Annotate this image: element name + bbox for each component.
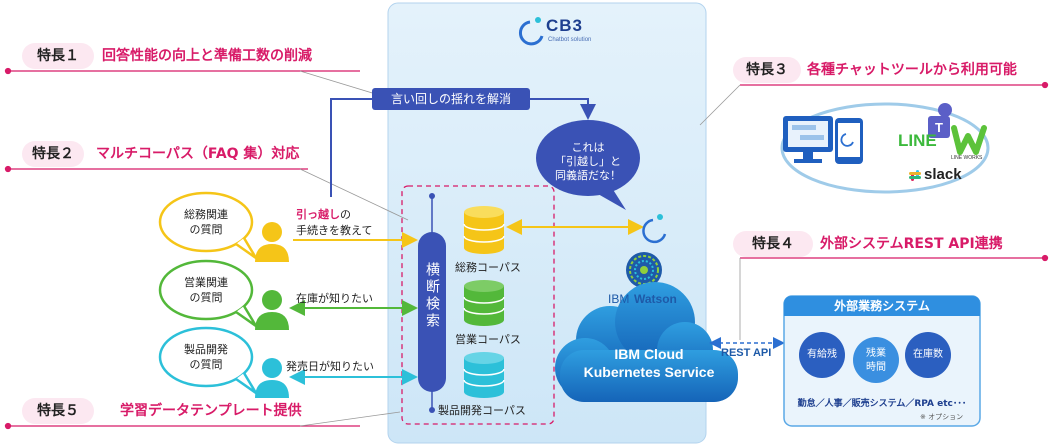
chat-tools-ring bbox=[780, 102, 990, 194]
svg-text:T: T bbox=[935, 120, 943, 135]
cloud-line-1: IBM Cloud bbox=[614, 346, 684, 362]
line-logo-text: LINE bbox=[898, 131, 937, 150]
feature-4-badge: 特長４ bbox=[733, 231, 813, 257]
corpus-soumu-label: 総務コーパス bbox=[455, 261, 521, 274]
teams-icon: T bbox=[928, 103, 952, 138]
person-cyan-icon bbox=[255, 358, 289, 398]
eigyo-label-1: 営業関連 bbox=[184, 276, 228, 289]
user-bubble-soumu bbox=[158, 191, 258, 260]
feature-1-title: 回答性能の向上と準備工数の削減 bbox=[102, 48, 312, 64]
external-system-title: 外部業務システム bbox=[834, 299, 930, 313]
seihin-label-1: 製品開発 bbox=[184, 343, 228, 356]
cb3-logo-text: CB3 bbox=[546, 16, 584, 35]
watson-name-text: Watson bbox=[634, 292, 677, 306]
cross-search-pill bbox=[418, 193, 446, 413]
leader-lines bbox=[299, 70, 741, 427]
soumu-label-1: 総務関連 bbox=[184, 208, 228, 221]
bubble-line-2: 「引越し」と bbox=[555, 155, 621, 168]
person-green-icon bbox=[255, 290, 289, 330]
feature-3-title: 各種チャットツールから利用可能 bbox=[807, 62, 1017, 78]
external-footer: 勤怠／人事／販売システム／RPA etc･･･ bbox=[797, 399, 967, 409]
soumu-question-line-1: 引っ越しの bbox=[296, 206, 351, 222]
soumu-label-2: の質問 bbox=[189, 223, 223, 236]
soumu-question-line-2: 手続きを教えて bbox=[296, 224, 373, 237]
monitor-icon bbox=[783, 116, 833, 163]
thought-bubble bbox=[536, 120, 640, 210]
feature-5-title: 学習データテンプレート提供 bbox=[120, 403, 302, 419]
cloud-line-2: Kubernetes Service bbox=[583, 364, 715, 380]
db-eigyo-icon bbox=[463, 280, 505, 326]
user-bubble-eigyo bbox=[158, 259, 258, 328]
slack-logo-text: slack bbox=[924, 166, 962, 183]
phrase-box-label: 言い回しの揺れを解消 bbox=[390, 92, 511, 106]
cross-search-label: 横断検索 bbox=[424, 262, 440, 330]
watson-ibm-text: IBM bbox=[608, 292, 630, 306]
feature-5-badge: 特長５ bbox=[22, 398, 94, 424]
corpus-eigyo-label: 営業コーパス bbox=[455, 333, 521, 346]
external-circle-3: 在庫数 bbox=[913, 349, 943, 360]
feature-4-title: 外部システムREST API連携 bbox=[820, 236, 1003, 252]
soumu-question-highlight: 引っ越し bbox=[296, 208, 340, 221]
cb3-logo-icon bbox=[518, 17, 544, 46]
feature-2-title: マルチコーパス（FAQ 集）対応 bbox=[96, 146, 300, 162]
phone-icon bbox=[835, 118, 863, 164]
feature-2-badge: 特長２ bbox=[22, 141, 84, 167]
cb3-logo-sub: Chatbot solution bbox=[548, 37, 592, 43]
line-works-icon bbox=[951, 125, 987, 155]
feature-3-badge: 特長３ bbox=[733, 57, 801, 83]
seihin-label-2: の質問 bbox=[189, 358, 223, 371]
slack-icon bbox=[909, 170, 921, 181]
eigyo-question: 在庫が知りたい bbox=[296, 292, 373, 305]
db-seihin-icon bbox=[463, 352, 505, 398]
cb3-small-icon bbox=[642, 214, 667, 244]
feature-1-badge: 特長１ bbox=[22, 43, 94, 69]
external-circles bbox=[799, 332, 951, 383]
person-yellow-icon bbox=[255, 222, 289, 262]
eigyo-label-2: の質問 bbox=[189, 291, 223, 304]
bubble-line-3: 同義語だな！ bbox=[555, 169, 621, 182]
seihin-question: 発売日が知りたい bbox=[286, 360, 374, 373]
corpus-seihin-label: 製品開発コーパス bbox=[438, 404, 526, 417]
external-note: ※ オプション bbox=[920, 413, 964, 421]
external-circle-2: 残業時間 bbox=[866, 348, 886, 373]
user-bubble-seihin bbox=[158, 326, 258, 395]
corpus-group bbox=[401, 185, 555, 425]
phrase-box bbox=[372, 88, 530, 110]
ibm-cloud-shape bbox=[555, 282, 738, 402]
db-soumu-icon bbox=[463, 206, 505, 254]
rest-api-label: REST API bbox=[721, 347, 772, 359]
line-works-text: LINE WORKS bbox=[951, 155, 983, 161]
external-circle-1: 有給残 bbox=[807, 349, 837, 360]
external-system-header bbox=[784, 296, 980, 316]
soumu-question-particle: の bbox=[340, 208, 351, 221]
bubble-line-1: これは bbox=[571, 141, 605, 154]
